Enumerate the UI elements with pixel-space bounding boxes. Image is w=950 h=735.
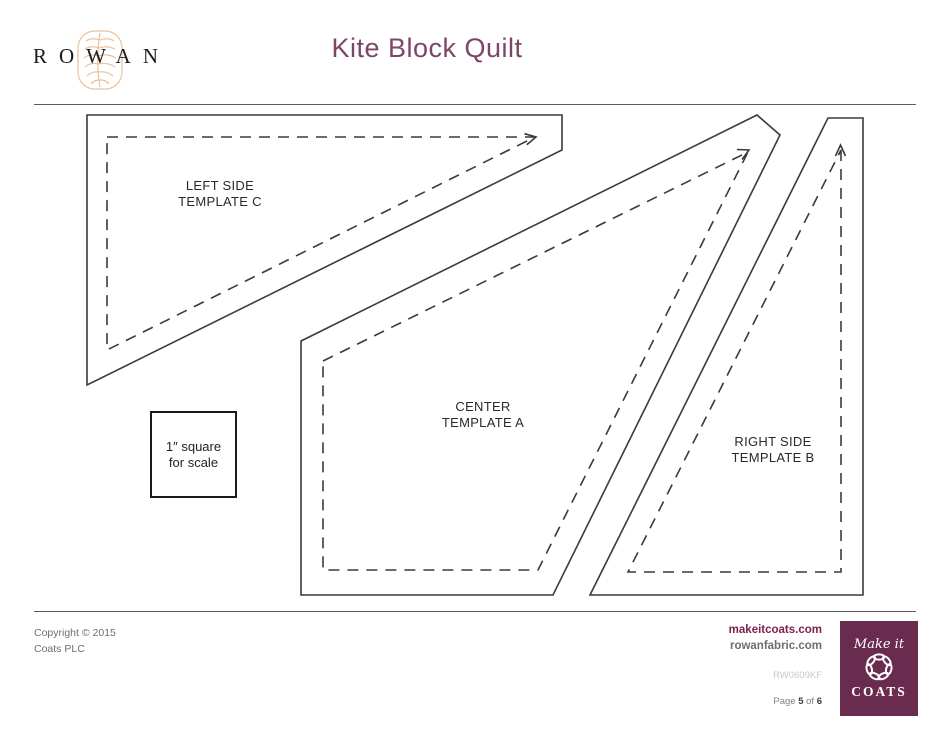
template-b-seamline: [626, 149, 842, 573]
footer-info-block: makeitcoats.com rowanfabric.com RW0609KF…: [729, 624, 822, 707]
template-a-grainline-arrow-icon: [736, 148, 751, 160]
page-current: 5: [798, 696, 804, 707]
template-c-seamline: [106, 136, 536, 352]
page-title: Kite Block Quilt: [331, 33, 523, 63]
page-prefix: Page: [773, 696, 796, 707]
badge-coats-text: COATS: [851, 684, 907, 699]
copyright-line2: Coats PLC: [34, 643, 85, 655]
footer-divider: [34, 611, 916, 613]
template-c-outline: [86, 114, 563, 387]
rowan-leaf-emblem-icon: [77, 30, 123, 90]
template-a-seamline: [322, 150, 750, 571]
template-a-label-line1: CENTER: [455, 399, 511, 414]
template-b-label-line1: RIGHT SIDE: [734, 434, 812, 449]
page-total: 6: [816, 696, 822, 707]
template-c-grainline-arrow-icon: [524, 132, 538, 146]
make-it-coats-badge: Make it COATS: [840, 621, 918, 716]
link-makeitcoats[interactable]: makeitcoats.com: [728, 624, 822, 636]
template-b-outline: [588, 117, 864, 596]
template-b-label-line2: TEMPLATE B: [731, 450, 815, 465]
page-of: of: [806, 696, 815, 707]
template-a-label-line2: TEMPLATE A: [441, 415, 525, 430]
header-divider: [34, 104, 916, 106]
template-c-label: LEFT SIDE TEMPLATE C: [135, 178, 305, 210]
scale-square-line1: 1″ square: [165, 438, 222, 454]
document-code: RW0609KF: [773, 670, 822, 681]
scale-square-line2: for scale: [168, 454, 219, 470]
template-b-label: RIGHT SIDE TEMPLATE B: [688, 434, 858, 466]
template-a-label: CENTER TEMPLATE A: [398, 399, 568, 431]
template-c-label-line1: LEFT SIDE: [185, 178, 255, 193]
coats-chain-ring-icon: [865, 653, 893, 681]
template-b-grainline-arrow-icon: [834, 143, 847, 157]
template-c-label-line2: TEMPLATE C: [178, 194, 262, 209]
badge-make-it-text: Make it: [853, 637, 905, 652]
brand-wordmark: ROWAN: [33, 44, 170, 68]
page-indicator: Page 5 of 6: [729, 696, 822, 707]
copyright-block: Copyright © 2015 Coats PLC: [34, 625, 116, 657]
template-a-outline: [300, 114, 781, 596]
link-rowanfabric[interactable]: rowanfabric.com: [729, 640, 822, 652]
scale-square: 1″ square for scale: [150, 411, 237, 498]
copyright-line1: Copyright © 2015: [34, 627, 116, 639]
